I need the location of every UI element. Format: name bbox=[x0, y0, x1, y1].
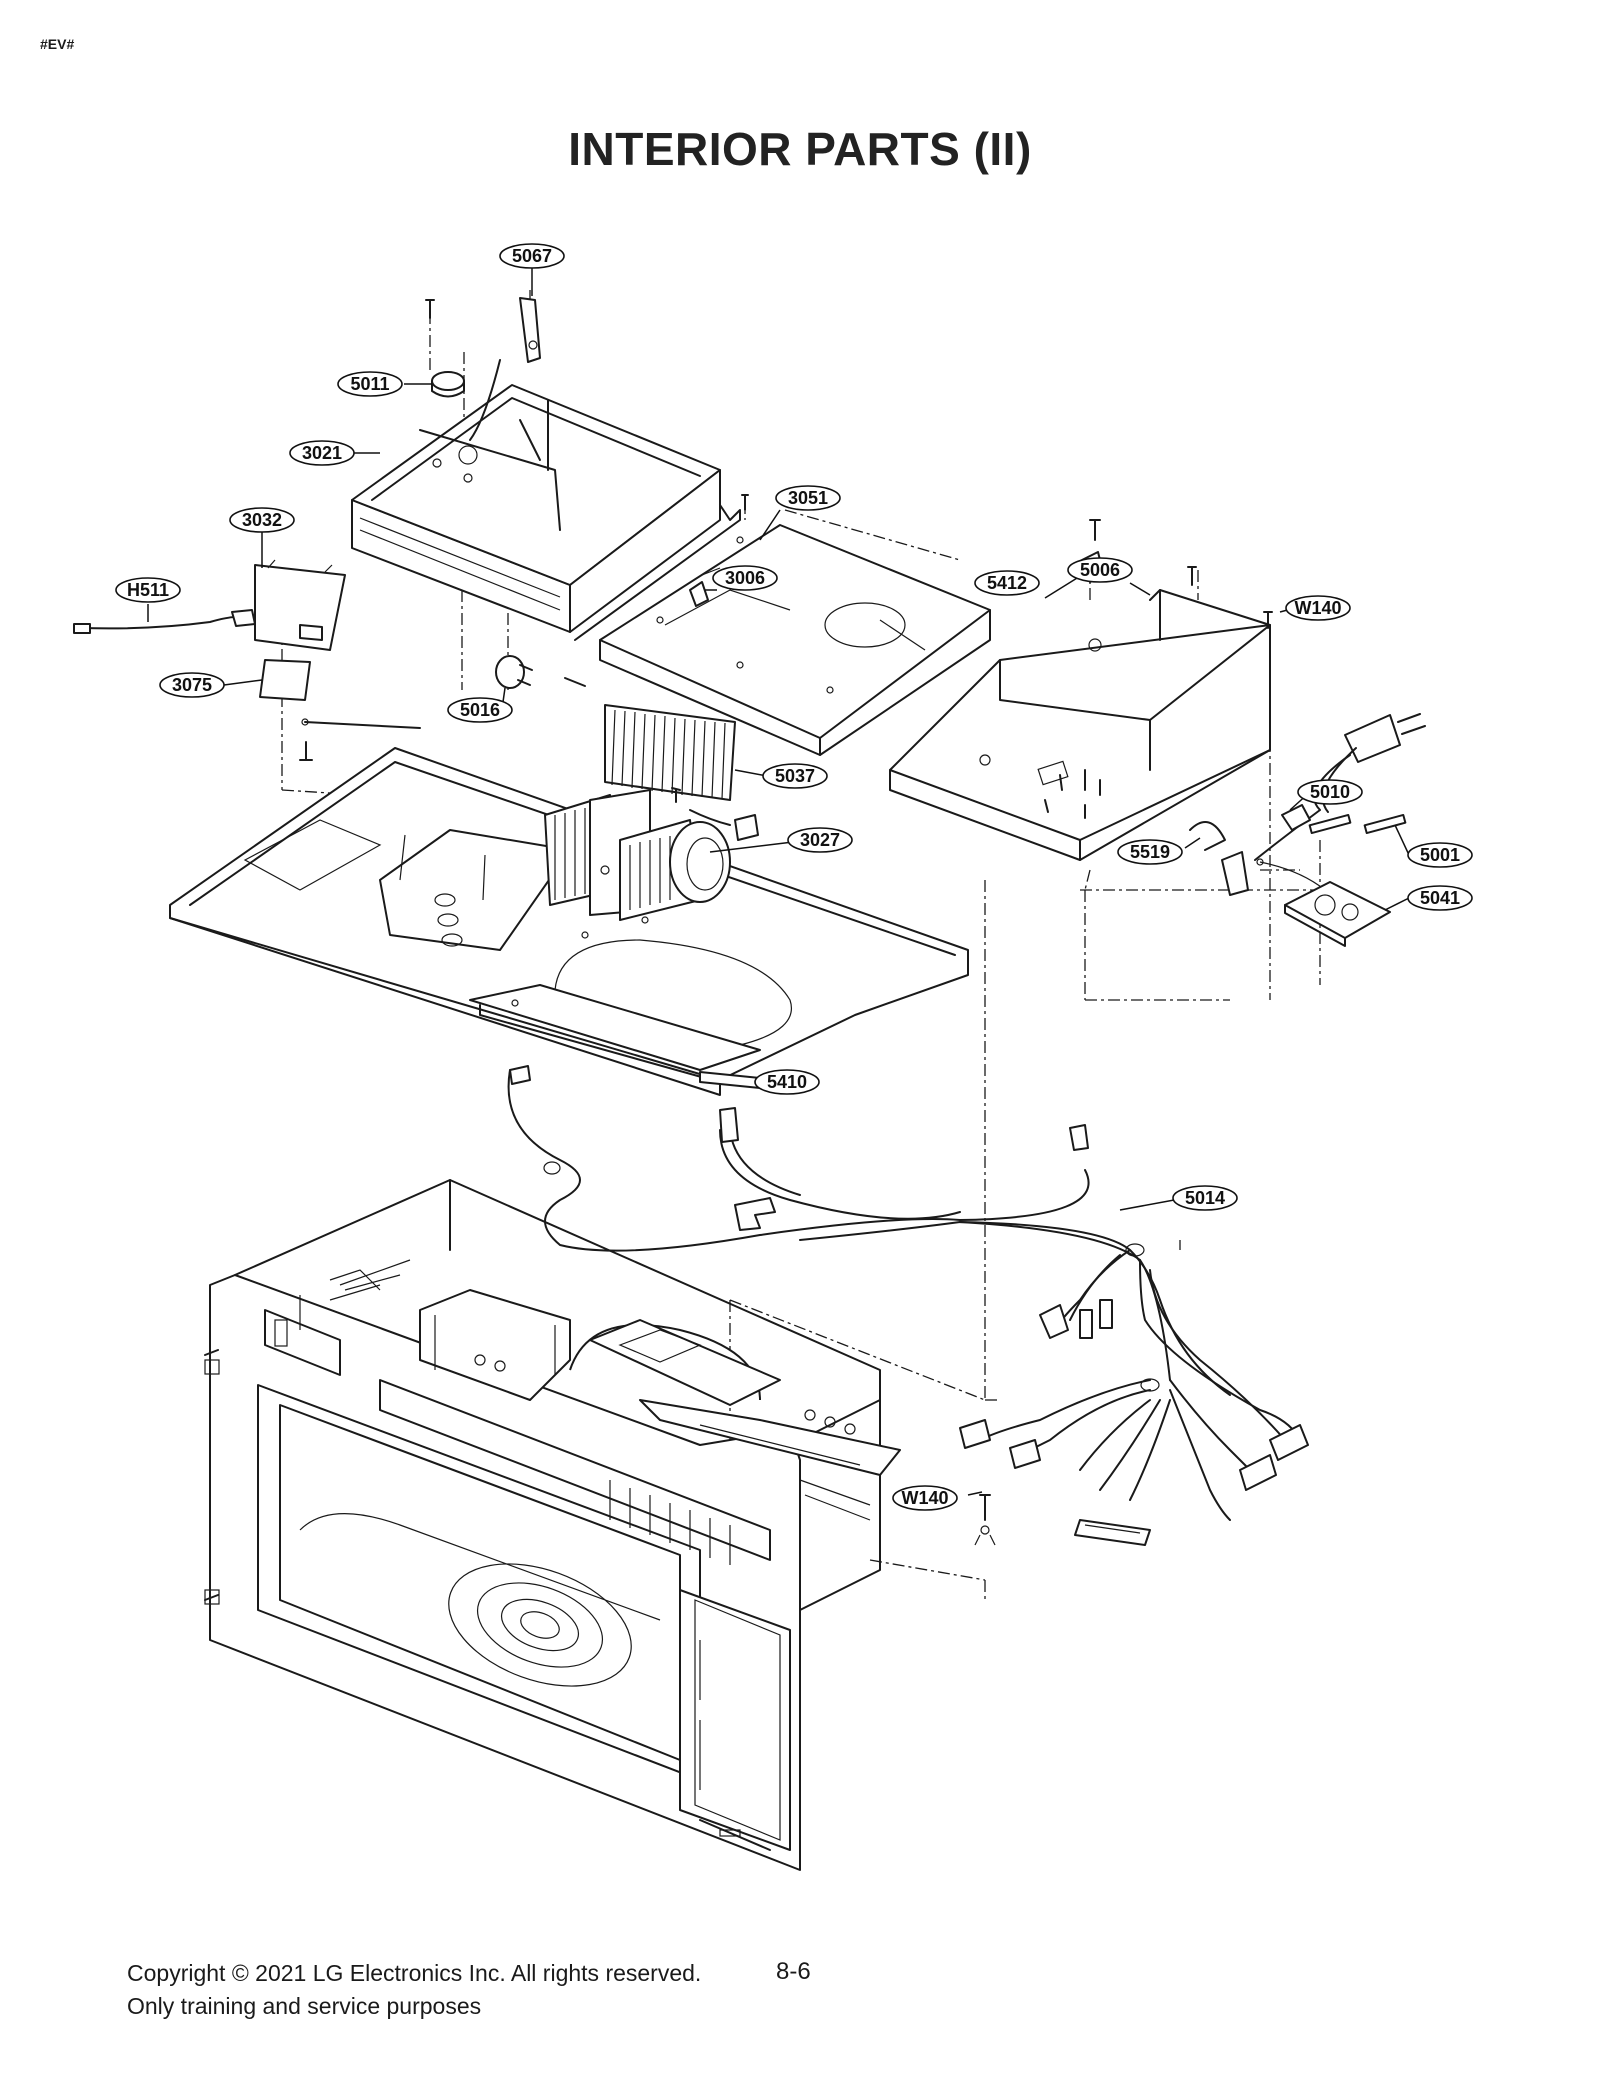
callout-oval bbox=[1407, 885, 1473, 911]
callout-label: 3021 bbox=[302, 443, 342, 463]
harness-h511 bbox=[73, 609, 256, 634]
bracket-5067 bbox=[519, 297, 541, 363]
callout-oval bbox=[712, 565, 778, 591]
callout-label: 5067 bbox=[512, 246, 552, 266]
callout-oval bbox=[289, 440, 355, 466]
clamp-5519 bbox=[1189, 821, 1226, 851]
callout-oval bbox=[892, 1485, 958, 1511]
base-plate bbox=[169, 747, 969, 1096]
callout-label: 3027 bbox=[800, 830, 840, 850]
callout-5006: 5006 bbox=[1067, 557, 1133, 583]
callout-label: 5016 bbox=[460, 700, 500, 720]
callout-5037: 5037 bbox=[762, 763, 828, 789]
callout-3032: 3032 bbox=[229, 507, 295, 533]
callout-label: 5006 bbox=[1080, 560, 1120, 580]
document-code: #EV# bbox=[40, 36, 75, 52]
callout-oval bbox=[229, 507, 295, 533]
callout-5014: 5014 bbox=[1172, 1185, 1238, 1211]
callout-label: 5041 bbox=[1420, 888, 1460, 908]
fuse-5001 bbox=[1259, 813, 1407, 891]
usage-notice: Only training and service purposes bbox=[127, 1993, 482, 2019]
callout-oval bbox=[1172, 1185, 1238, 1211]
callout-label: 5010 bbox=[1310, 782, 1350, 802]
callout-3006: 3006 bbox=[712, 565, 778, 591]
callout-oval bbox=[754, 1069, 820, 1095]
switch-5016 bbox=[495, 655, 586, 689]
wire-harness-5014 bbox=[507, 1065, 1309, 1546]
callout-label: 5519 bbox=[1130, 842, 1170, 862]
callout-label: 5001 bbox=[1420, 845, 1460, 865]
oven-cavity bbox=[204, 1179, 881, 1871]
callout-5010: 5010 bbox=[1297, 779, 1363, 805]
duct-housing-3021 bbox=[351, 359, 741, 641]
callout-label: 3006 bbox=[725, 568, 765, 588]
callout-label: 3075 bbox=[172, 675, 212, 695]
callout-oval bbox=[447, 697, 513, 723]
screw-top-left bbox=[425, 299, 435, 319]
callout-oval bbox=[1407, 842, 1473, 868]
callout-5412: 5412 bbox=[974, 570, 1040, 596]
callout-w140: W140 bbox=[1285, 595, 1351, 621]
callout-oval bbox=[787, 827, 853, 853]
callout-oval bbox=[974, 570, 1040, 596]
control-box-5006 bbox=[889, 566, 1273, 861]
callout-5011: 5011 bbox=[337, 371, 403, 397]
callout-3021: 3021 bbox=[289, 440, 355, 466]
plate-3051 bbox=[599, 494, 991, 756]
callout-3075: 3075 bbox=[159, 672, 225, 698]
callout-oval bbox=[115, 577, 181, 603]
callout-label: 3051 bbox=[788, 488, 828, 508]
filter-5037 bbox=[604, 704, 736, 801]
callout-5067: 5067 bbox=[499, 243, 565, 269]
callout-3051: 3051 bbox=[775, 485, 841, 511]
cavity-top-components bbox=[329, 1259, 901, 1521]
callout-5041: 5041 bbox=[1407, 885, 1473, 911]
callout-label: 3032 bbox=[242, 510, 282, 530]
callout-oval bbox=[337, 371, 403, 397]
callout-label: 5037 bbox=[775, 766, 815, 786]
callout-label: W140 bbox=[1294, 598, 1341, 618]
page-title: INTERIOR PARTS (II) bbox=[568, 123, 1032, 175]
plate-3075 bbox=[259, 659, 311, 701]
callout-label: 5412 bbox=[987, 573, 1027, 593]
switch-3006 bbox=[689, 567, 721, 607]
rod-3075 bbox=[299, 718, 421, 761]
callout-w140-lower: W140 bbox=[892, 1485, 958, 1511]
callout-5001: 5001 bbox=[1407, 842, 1473, 868]
callout-label: H511 bbox=[127, 580, 169, 600]
callout-label: W140 bbox=[901, 1488, 948, 1508]
callout-label: 5014 bbox=[1185, 1188, 1225, 1208]
screw-w140-lower bbox=[974, 1494, 996, 1546]
noise-filter-5041 bbox=[1284, 881, 1391, 947]
callout-oval bbox=[1067, 557, 1133, 583]
callout-oval bbox=[159, 672, 225, 698]
callout-oval bbox=[1297, 779, 1363, 805]
page-number: 8-6 bbox=[776, 1958, 811, 1985]
copyright-notice: Copyright © 2021 LG Electronics Inc. All… bbox=[127, 1960, 702, 1986]
callout-3027: 3027 bbox=[787, 827, 853, 853]
callout-oval bbox=[1285, 595, 1351, 621]
callout-oval bbox=[499, 243, 565, 269]
callout-oval bbox=[762, 763, 828, 789]
callout-label: 5011 bbox=[350, 374, 389, 394]
callout-h511: H511 bbox=[115, 577, 181, 603]
bracket-5410 bbox=[699, 1071, 761, 1089]
callout-oval bbox=[1117, 839, 1183, 865]
blower-fan-3027 bbox=[544, 787, 759, 921]
leader-lines bbox=[147, 268, 1410, 1496]
callout-label: 5410 bbox=[767, 1072, 807, 1092]
power-cord-5010 bbox=[1221, 713, 1426, 896]
callout-5016: 5016 bbox=[447, 697, 513, 723]
screws-right bbox=[1256, 858, 1264, 866]
thermostat-5011 bbox=[431, 371, 465, 398]
callout-5519: 5519 bbox=[1117, 839, 1183, 865]
callout-5410: 5410 bbox=[754, 1069, 820, 1095]
callout-oval bbox=[775, 485, 841, 511]
board-3032 bbox=[254, 559, 346, 651]
